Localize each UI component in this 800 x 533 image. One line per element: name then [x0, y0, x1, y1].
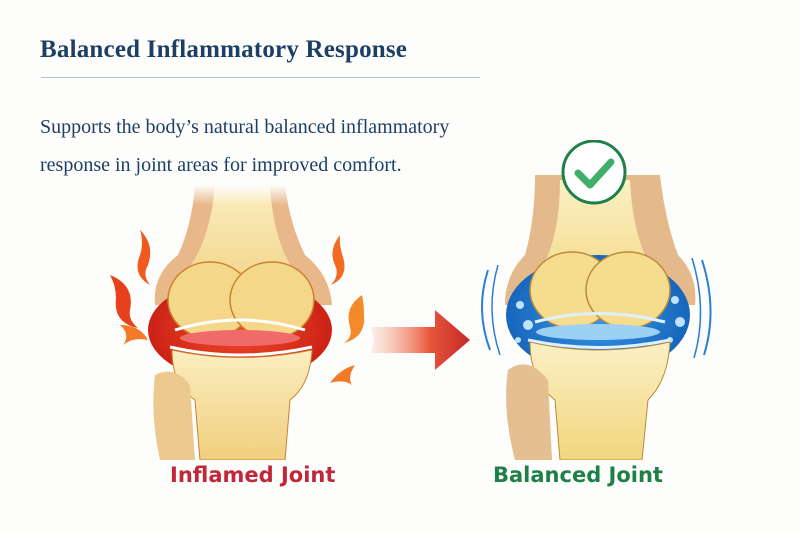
title-divider — [41, 77, 480, 78]
inflamed-joint-illustration — [100, 185, 380, 460]
balanced-joint-label: Balanced Joint — [493, 463, 663, 487]
balanced-joint-illustration — [481, 140, 712, 460]
inflamed-joint-label: Inflamed Joint — [170, 463, 336, 487]
flame-icon — [110, 230, 365, 385]
subtitle: Supports the body’s natural balanced inf… — [40, 108, 560, 184]
subtitle-line-1: Supports the body’s natural balanced inf… — [40, 116, 450, 138]
subtitle-line-2: response in joint areas for improved com… — [40, 154, 402, 176]
checkmark-circle-icon — [561, 140, 627, 205]
arrow-right-icon — [370, 310, 470, 370]
page-title: Balanced Inflammatory Response — [40, 36, 408, 63]
